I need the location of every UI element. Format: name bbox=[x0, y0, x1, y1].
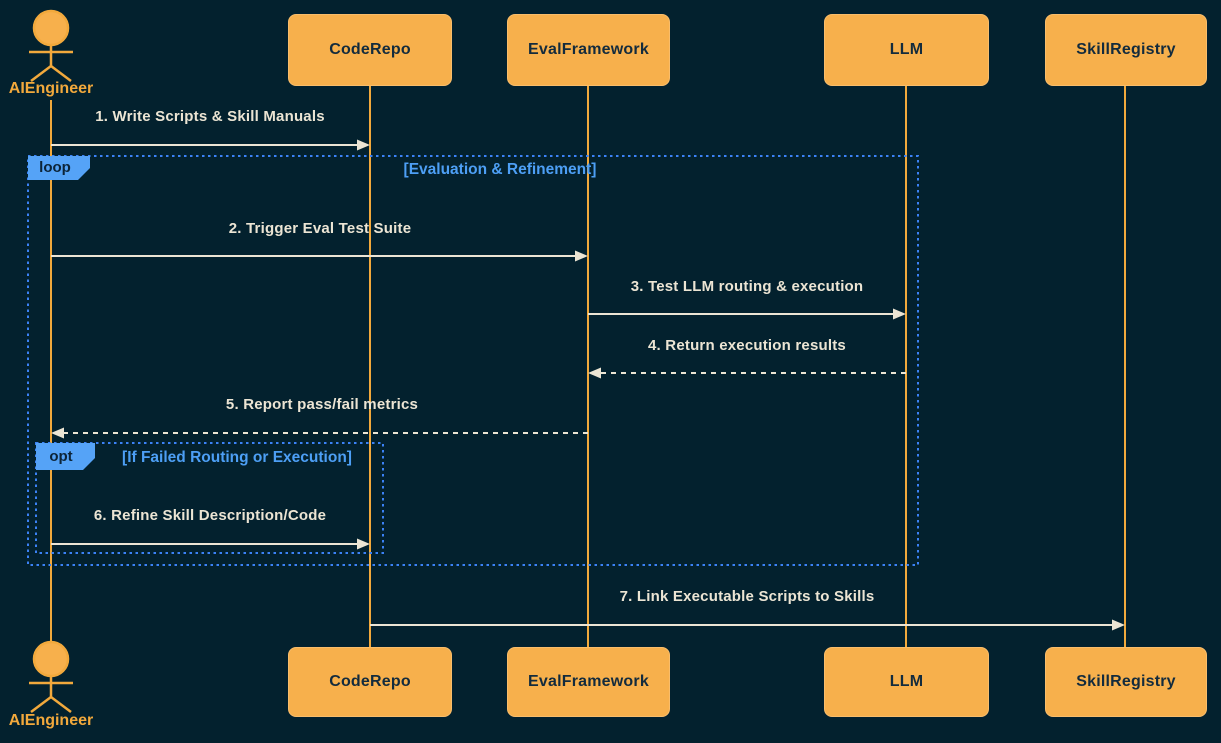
actor-label-aiengineer-bottom: AIEngineer bbox=[8, 712, 94, 729]
actor-label-aiengineer-top: AIEngineer bbox=[8, 80, 94, 97]
participant-box-skillregistry-bottom: SkillRegistry bbox=[1045, 647, 1207, 717]
actor-head bbox=[32, 640, 70, 678]
message-arrow-5 bbox=[51, 427, 588, 439]
opt-frame-tab bbox=[36, 443, 95, 470]
participant-box-evalframework-bottom: EvalFramework bbox=[507, 647, 670, 717]
message-label-6: 6. Refine Skill Description/Code bbox=[93, 507, 327, 524]
participant-box-coderepo-top: CodeRepo bbox=[288, 14, 452, 86]
participant-label: LLM bbox=[889, 673, 924, 690]
participant-box-llm-bottom: LLM bbox=[824, 647, 989, 717]
actor-leg-left bbox=[30, 696, 52, 713]
loop-tab-label: loop bbox=[39, 159, 71, 176]
participant-label: SkillRegistry bbox=[1076, 41, 1176, 58]
message-label-2: 2. Trigger Eval Test Suite bbox=[228, 220, 412, 237]
opt-condition-label: [If Failed Routing or Execution] bbox=[122, 449, 352, 466]
message-arrow-3 bbox=[588, 308, 906, 320]
participant-label: EvalFramework bbox=[528, 673, 649, 690]
participant-label: LLM bbox=[889, 41, 924, 58]
message-label-1: 1. Write Scripts & Skill Manuals bbox=[95, 108, 325, 125]
message-arrow-1 bbox=[51, 139, 370, 151]
participant-label: SkillRegistry bbox=[1076, 673, 1176, 690]
loop-frame-tab bbox=[28, 156, 90, 180]
arrowhead-right-icon bbox=[575, 250, 588, 262]
arrowhead-right-icon bbox=[357, 538, 370, 550]
opt-tab-label: opt bbox=[49, 448, 73, 465]
participant-box-coderepo-bottom: CodeRepo bbox=[288, 647, 452, 717]
message-label-3: 3. Test LLM routing & execution bbox=[630, 278, 864, 295]
participant-box-llm-top: LLM bbox=[824, 14, 989, 86]
message-label-7: 7. Link Executable Scripts to Skills bbox=[619, 588, 875, 605]
actor-head bbox=[32, 9, 70, 47]
arrowhead-left-icon bbox=[51, 427, 64, 439]
participant-label: CodeRepo bbox=[329, 41, 411, 58]
message-label-4: 4. Return execution results bbox=[648, 337, 846, 354]
actor-icon-bottom bbox=[29, 640, 73, 713]
actor-leg-left bbox=[30, 65, 52, 82]
participant-label: EvalFramework bbox=[528, 41, 649, 58]
loop-condition-label: [Evaluation & Refinement] bbox=[403, 161, 597, 178]
participant-box-skillregistry-top: SkillRegistry bbox=[1045, 14, 1207, 86]
message-label-5: 5. Report pass/fail metrics bbox=[225, 396, 419, 413]
message-arrow-6 bbox=[51, 538, 370, 550]
message-arrow-2 bbox=[51, 250, 588, 262]
participant-label: CodeRepo bbox=[329, 673, 411, 690]
message-arrow-7 bbox=[370, 619, 1125, 631]
participant-box-evalframework-top: EvalFramework bbox=[507, 14, 670, 86]
actor-leg-right bbox=[50, 696, 72, 713]
arrowhead-right-icon bbox=[893, 308, 906, 320]
arrowhead-right-icon bbox=[357, 139, 370, 151]
arrowhead-right-icon bbox=[1112, 619, 1125, 631]
arrowhead-left-icon bbox=[588, 367, 601, 379]
loop-frame-border bbox=[27, 155, 919, 566]
actor-icon-top bbox=[29, 9, 73, 82]
message-arrow-4 bbox=[588, 367, 906, 379]
opt-frame-border bbox=[35, 442, 384, 554]
actor-leg-right bbox=[50, 65, 72, 82]
